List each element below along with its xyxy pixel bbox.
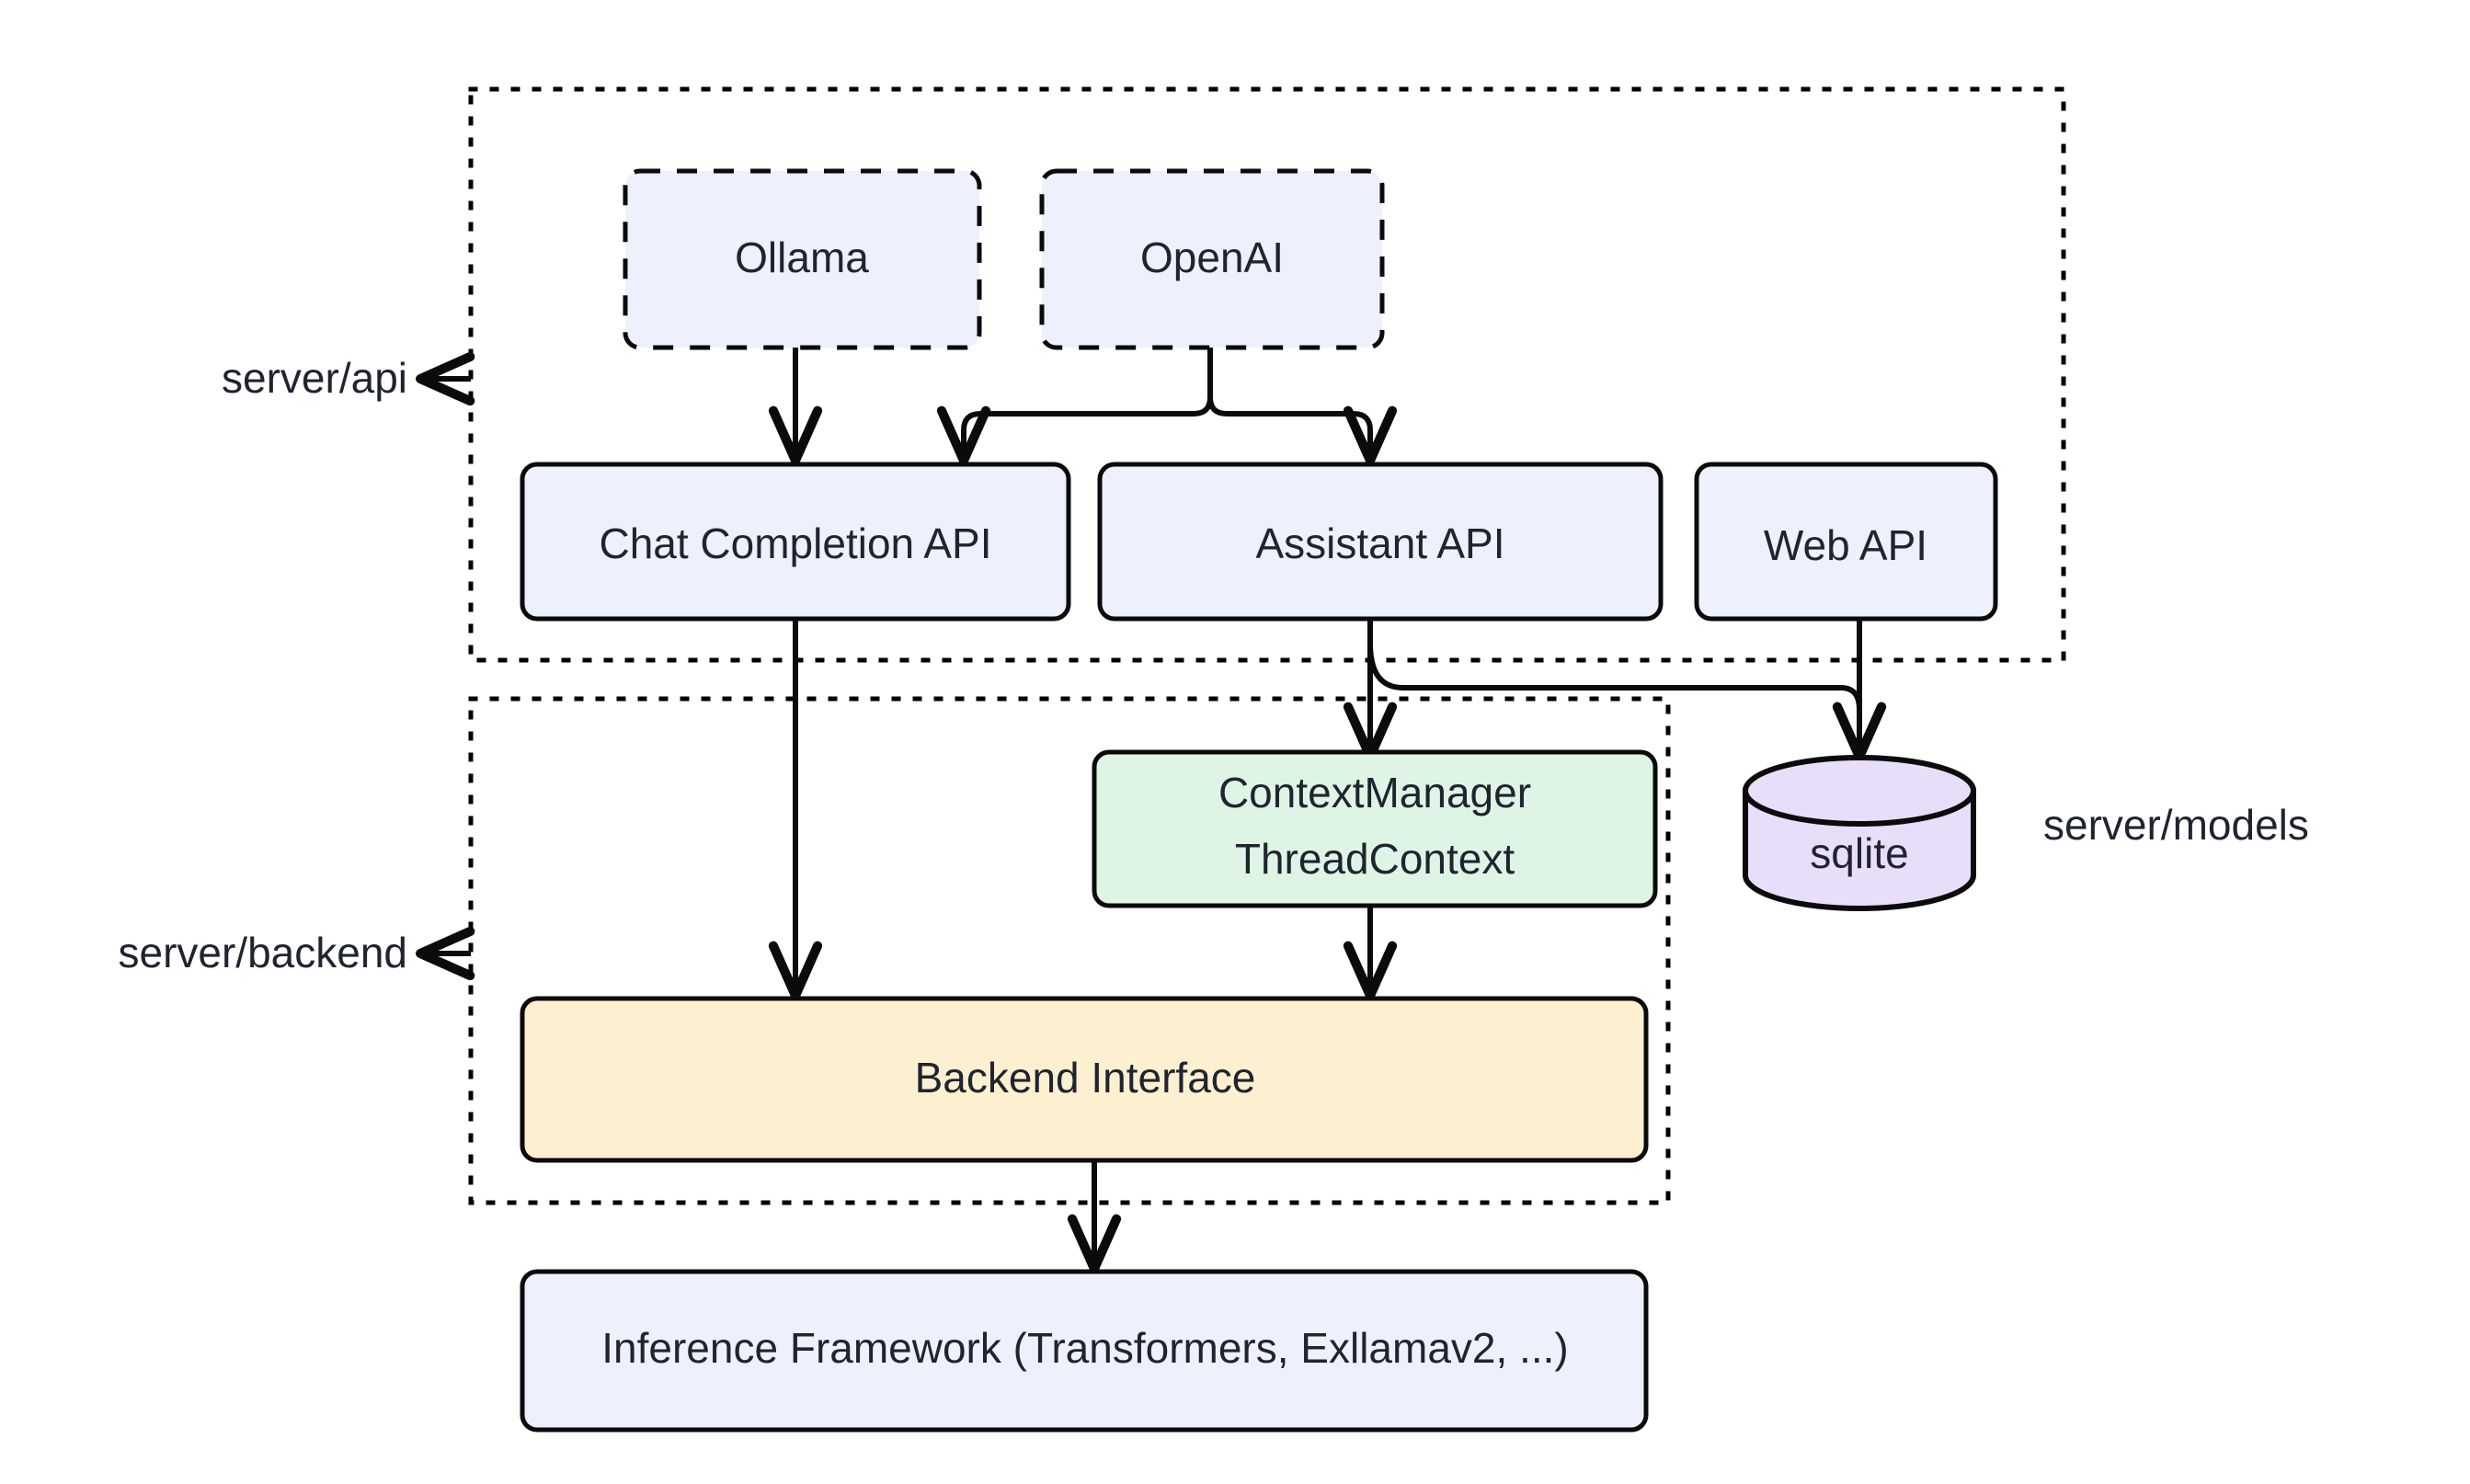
- node-web-api-rect: [1694, 462, 1998, 622]
- node-openai[interactable]: OpenAI: [1039, 168, 1385, 350]
- node-assistant-api-label: Assistant API: [1255, 519, 1504, 567]
- node-openai-rect: [1039, 168, 1385, 350]
- edge-openai-to-assistant-api: [1207, 348, 1398, 465]
- cluster-label-server-api: server/api: [222, 354, 407, 402]
- node-assistant-api[interactable]: Assistant API: [1097, 462, 1664, 622]
- node-context-manager[interactable]: ContextManager ThreadContext: [1092, 749, 1658, 908]
- node-chat-completion-api-label: Chat Completion API: [599, 519, 991, 567]
- node-chat-completion-api[interactable]: Chat Completion API: [520, 462, 1071, 622]
- node-inference-framework[interactable]: Inference Framework (Transformers, Exlla…: [520, 1269, 1649, 1433]
- node-ollama-rect: [623, 168, 982, 350]
- node-backend-interface-label: Backend Interface: [915, 1054, 1256, 1102]
- node-ollama-label: Ollama: [735, 234, 869, 281]
- node-sqlite-top: [1743, 755, 1976, 827]
- node-openai-label: OpenAI: [1140, 234, 1284, 281]
- node-sqlite[interactable]: sqlite: [1743, 755, 1976, 911]
- node-assistant-api-rect: [1097, 462, 1664, 622]
- node-inference-framework-label: Inference Framework (Transformers, Exlla…: [601, 1324, 1568, 1372]
- cluster-label-server-models: server/models: [2043, 801, 2309, 849]
- node-context-manager-label-line1: ContextManager: [1218, 769, 1531, 816]
- cluster-label-server-backend: server/backend: [119, 929, 408, 976]
- node-ollama[interactable]: Ollama: [623, 168, 982, 350]
- node-backend-interface[interactable]: Backend Interface: [520, 996, 1649, 1163]
- node-web-api-label: Web API: [1764, 521, 1927, 569]
- node-context-manager-rect: [1092, 749, 1658, 908]
- node-inference-framework-rect: [520, 1269, 1649, 1433]
- edge-openai-to-chat-completion-api: [936, 348, 1213, 465]
- node-chat-completion-api-rect: [520, 462, 1071, 622]
- node-context-manager-label-line2: ThreadContext: [1235, 835, 1515, 883]
- node-web-api[interactable]: Web API: [1694, 462, 1998, 622]
- node-backend-interface-rect: [520, 996, 1649, 1163]
- node-sqlite-label: sqlite: [1810, 829, 1908, 877]
